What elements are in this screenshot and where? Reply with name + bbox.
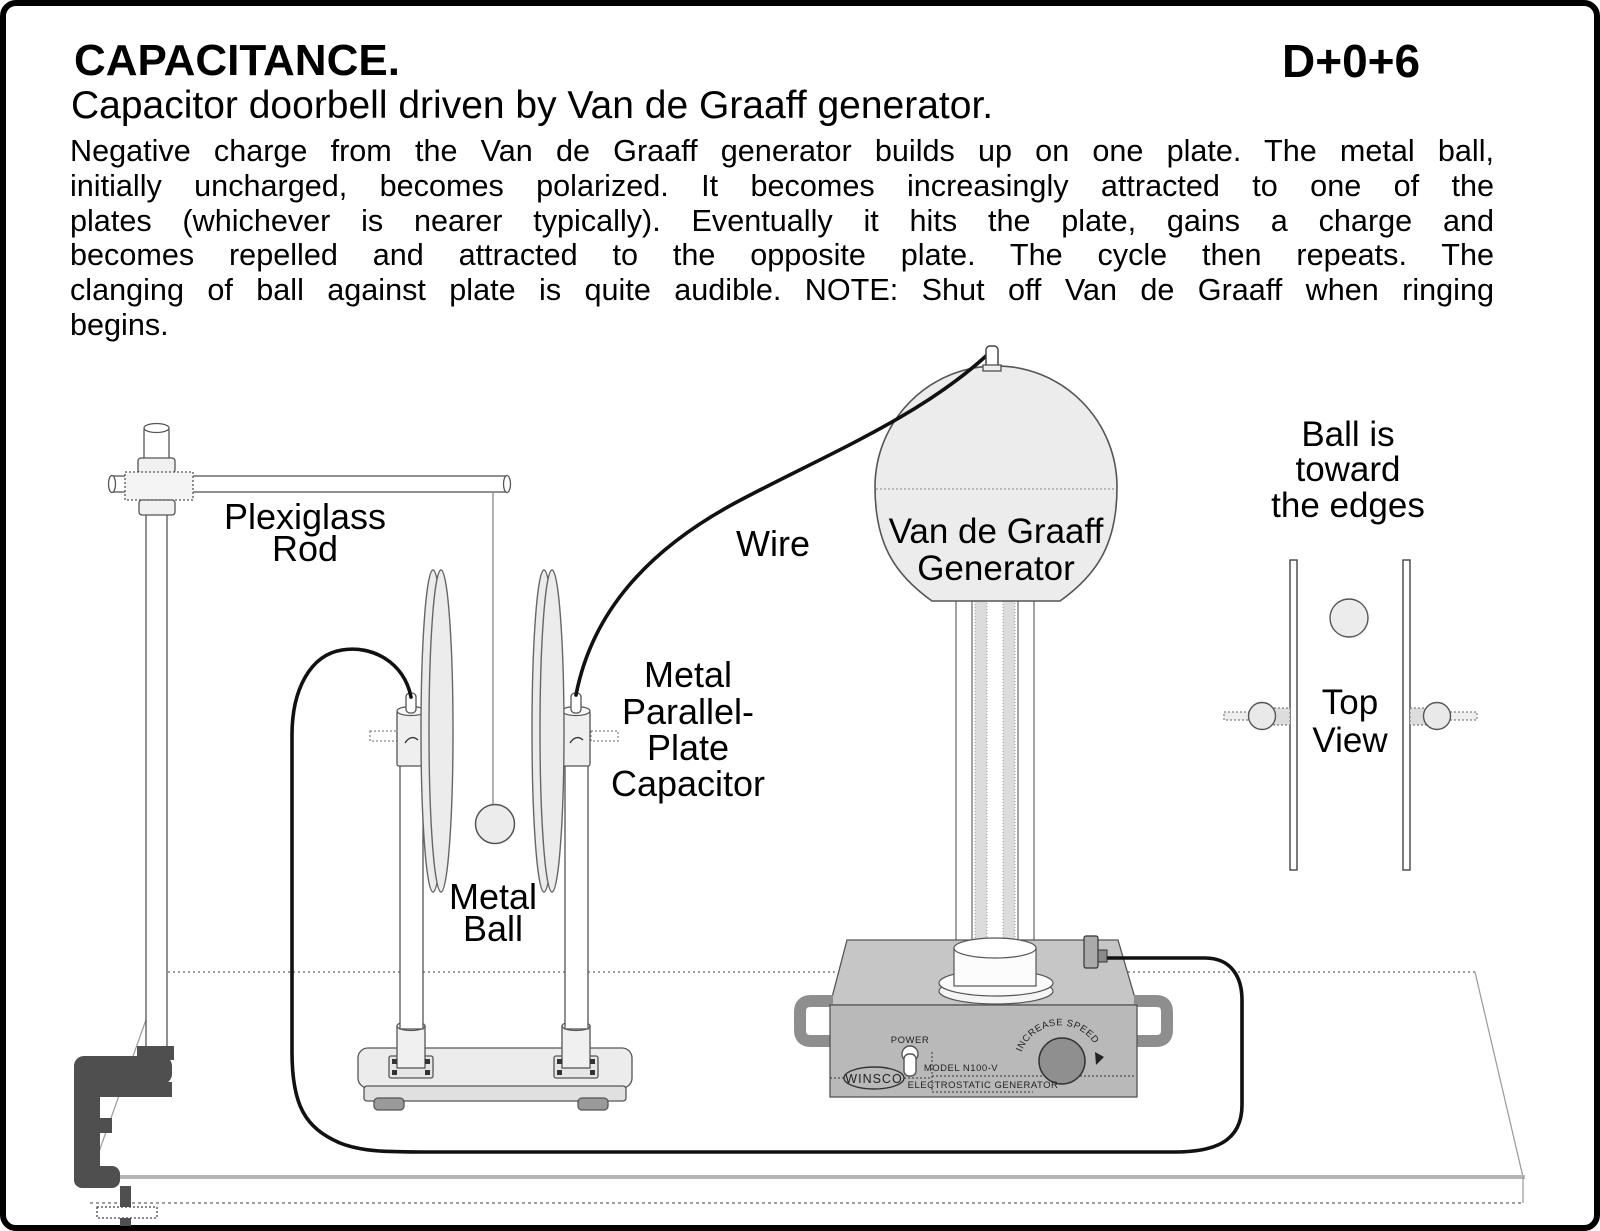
page-title: CAPACITANCE. bbox=[74, 36, 400, 85]
top-view-right-knob bbox=[1422, 701, 1452, 731]
column-right bbox=[1017, 599, 1035, 953]
metal-ball bbox=[474, 803, 516, 845]
capacitor-base bbox=[357, 1020, 633, 1111]
top-view-left-knob bbox=[1247, 701, 1277, 731]
right-thumbscrew-rod bbox=[590, 730, 619, 742]
clamp-screw-handle bbox=[96, 1206, 158, 1219]
metal-ball-label-2: Ball bbox=[463, 908, 523, 949]
generator-sphere bbox=[874, 365, 1118, 602]
clamp-screw-stem bbox=[120, 1186, 131, 1220]
capacitor-label-1: Metal bbox=[644, 654, 732, 695]
plexiglass-rod-label-1: Plexiglass bbox=[224, 496, 386, 537]
page-subtitle: Capacitor doorbell driven by Van de Graa… bbox=[71, 84, 994, 127]
model-label: MODEL N100-V bbox=[924, 1063, 998, 1074]
speed-knob[interactable] bbox=[1038, 1037, 1086, 1085]
demo-code: D+0+6 bbox=[1282, 35, 1421, 87]
van-de-graaff bbox=[794, 365, 1173, 1098]
pad-screws bbox=[392, 1059, 595, 1075]
base-plate-front bbox=[363, 1085, 627, 1102]
top-view-left-connector bbox=[1273, 707, 1291, 726]
generator-box-front bbox=[829, 1004, 1138, 1098]
brand-label: WINSCO bbox=[845, 1072, 902, 1086]
left-thumbscrew-rod bbox=[369, 730, 398, 742]
clamp-screw-tip bbox=[120, 1218, 131, 1226]
box-wire-connector bbox=[1083, 935, 1099, 969]
stand-top-cap-ellipse bbox=[143, 422, 170, 434]
right-support-tube bbox=[564, 764, 589, 1030]
capacitor-label-2: Parallel- bbox=[622, 691, 754, 732]
generator-label-1: Van de Graaff bbox=[889, 512, 1104, 551]
metal-ball-label-1: Metal bbox=[449, 876, 537, 917]
left-screw-glyph bbox=[404, 736, 419, 744]
stand-collar-upper bbox=[137, 457, 176, 474]
description-line: begins. bbox=[70, 307, 169, 342]
top-view-note-2: toward bbox=[1295, 450, 1400, 489]
table-right-edge bbox=[1474, 971, 1524, 1178]
rod-left-cap bbox=[107, 474, 117, 494]
clamp-nub bbox=[100, 1118, 112, 1133]
description-line: clanging of ball against plate is quite … bbox=[70, 273, 1494, 308]
top-view-right-plate bbox=[1402, 559, 1411, 871]
top-view-label-2: View bbox=[1312, 721, 1388, 760]
description-line: plates (whichever is nearer typically). … bbox=[70, 203, 1494, 238]
clamp-spine bbox=[74, 1056, 100, 1188]
base-foot-left bbox=[373, 1097, 405, 1111]
top-view-left-rod bbox=[1223, 711, 1251, 721]
sphere-terminal-base bbox=[982, 364, 1002, 372]
right-plate bbox=[539, 569, 565, 893]
wire-right-plate-to-sphere bbox=[574, 354, 988, 697]
right-screw-glyph bbox=[569, 736, 584, 744]
wire-label: Wire bbox=[736, 523, 810, 564]
power-toggle-stem[interactable] bbox=[903, 1053, 917, 1077]
clamp-jaw-plate bbox=[98, 1082, 172, 1097]
belt-strip-left bbox=[974, 599, 988, 953]
capacitor-label-3: Plate bbox=[647, 727, 729, 768]
stand-bracket bbox=[124, 471, 194, 501]
description-line: Negative charge from the Van de Graaff g… bbox=[70, 134, 1494, 168]
rod-right-cap bbox=[502, 474, 512, 494]
plexiglass-rod-label-2: Rod bbox=[272, 528, 338, 569]
top-view-right-rod bbox=[1449, 711, 1478, 721]
left-plate bbox=[428, 569, 454, 893]
top-view bbox=[1223, 559, 1478, 871]
device-type-label: ELECTROSTATIC GENERATOR bbox=[908, 1080, 1059, 1091]
collar-top bbox=[953, 937, 1037, 959]
column-left bbox=[955, 599, 973, 953]
left-handle bbox=[794, 995, 833, 1047]
description-paragraph: Negative charge from the Van de Graaff g… bbox=[70, 134, 1494, 343]
left-socket bbox=[396, 1025, 426, 1069]
top-view-label-1: Top bbox=[1322, 683, 1378, 722]
wire-left-plate-to-box bbox=[290, 647, 1244, 1154]
description-line: becomes repelled and attracted to the op… bbox=[70, 238, 1494, 273]
top-view-note-3: the edges bbox=[1271, 486, 1425, 525]
capacitor-label-4: Capacitor bbox=[611, 763, 765, 804]
top-view-left-plate bbox=[1289, 559, 1298, 871]
base-foot-right bbox=[577, 1097, 609, 1111]
stand-collar-lower bbox=[138, 499, 176, 516]
power-label: POWER bbox=[891, 1035, 929, 1046]
description-line: initially uncharged, becomes polarized. … bbox=[70, 168, 1494, 203]
c-clamp bbox=[74, 1046, 174, 1220]
left-support-tube bbox=[399, 764, 424, 1030]
stand-vertical-rod bbox=[145, 454, 168, 1061]
clamp-foot bbox=[74, 1166, 120, 1188]
capacitor-plates bbox=[420, 569, 565, 893]
generator-label-2: Generator bbox=[917, 549, 1075, 588]
speed-arrow-icon bbox=[1095, 1052, 1104, 1065]
top-view-note-1: Ball is bbox=[1301, 415, 1394, 454]
top-view-ball bbox=[1329, 598, 1369, 638]
belt-strip-right bbox=[1002, 599, 1016, 953]
right-socket bbox=[561, 1025, 591, 1069]
box-wire-connector-nub bbox=[1097, 949, 1108, 963]
right-handle bbox=[1134, 995, 1173, 1047]
